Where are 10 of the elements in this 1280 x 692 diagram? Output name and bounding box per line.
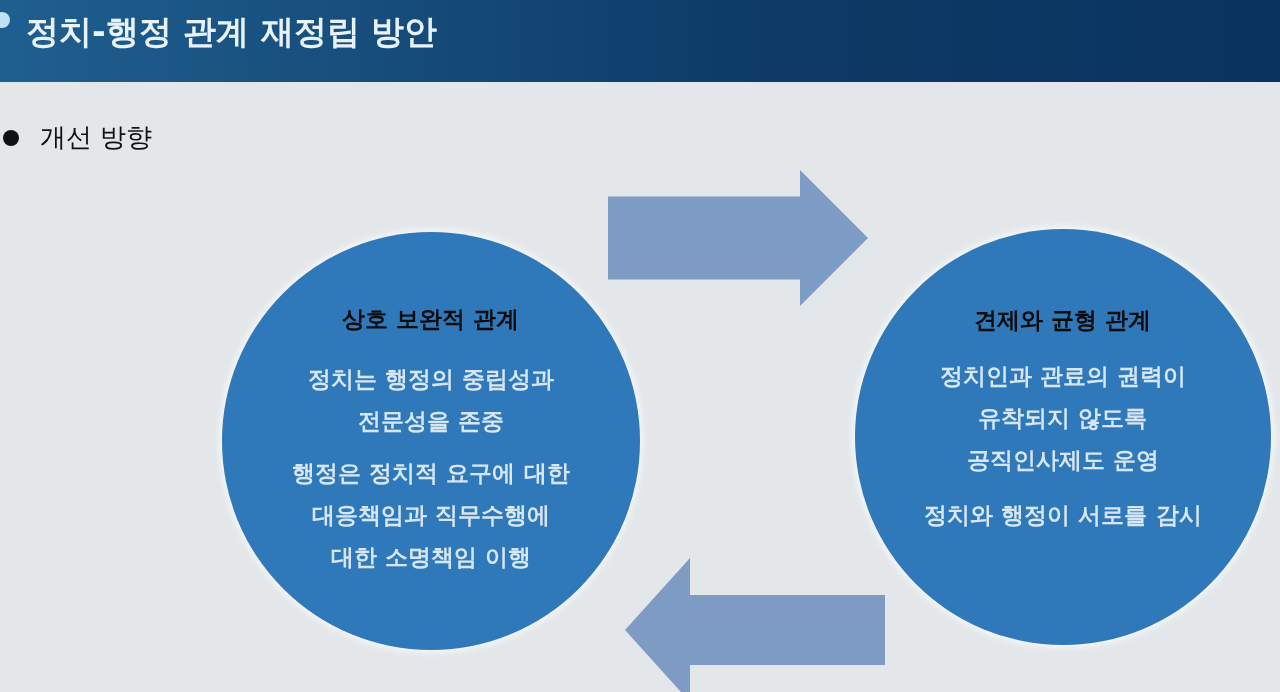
circle-text: 정치는 행정의 중립성과 전문성을 존중: [307, 365, 555, 436]
circle-heading: 견제와 균형 관계: [973, 306, 1153, 335]
block-arrow: [608, 170, 868, 306]
circle-text: 행정은 정치적 요구에 대한 대응책임과 직무수행에 대한 소명책임 이행: [291, 459, 571, 572]
circle-text: 정치인과 관료의 권력이 유착되지 않도록 공직인사제도 운영: [939, 362, 1187, 475]
circle-heading: 상호 보완적 관계: [341, 305, 521, 334]
block-arrow: [625, 558, 885, 692]
section-heading: 개선 방향: [40, 121, 153, 154]
slide-title: 정치-행정 관계 재정립 방안: [26, 11, 438, 53]
circle-text: 정치와 행정이 서로를 감시: [923, 501, 1203, 530]
